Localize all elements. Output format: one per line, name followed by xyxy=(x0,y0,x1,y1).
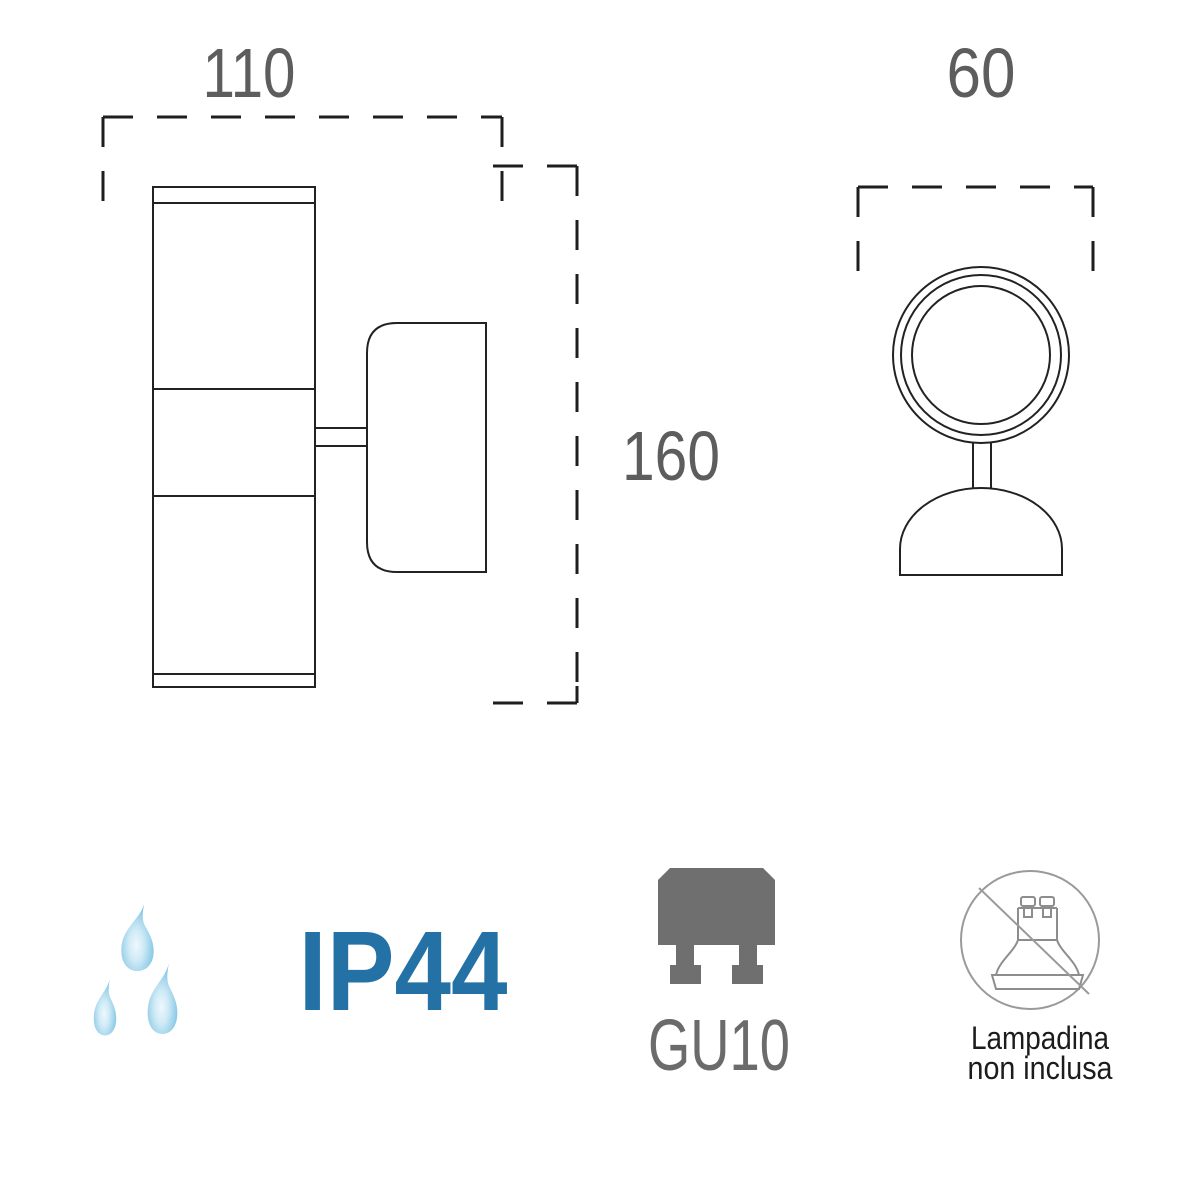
bulb-note-line1: Lampadina xyxy=(971,1020,1109,1056)
bulb-face xyxy=(990,974,1085,990)
lamp-side-drawing xyxy=(152,186,487,688)
bulb-note-line2: non inclusa xyxy=(968,1050,1113,1086)
side-height-label: 160 xyxy=(622,417,720,495)
wall-bracket xyxy=(366,322,487,573)
water-drop-medium xyxy=(147,963,178,1034)
front-view: 60 xyxy=(856,34,1095,576)
lamp-body xyxy=(152,186,316,688)
gu10-socket-icon xyxy=(658,868,775,984)
prohibition-slash xyxy=(978,887,1090,995)
lamp-front-drawing xyxy=(892,266,1070,576)
bulb-pin-right xyxy=(1039,896,1055,907)
side-width-label: 110 xyxy=(203,34,296,112)
height-dimension-160: 160 xyxy=(473,164,720,705)
water-drop-large xyxy=(121,903,154,972)
lamp-front-base-dome xyxy=(899,487,1063,576)
socket-label: GU10 xyxy=(648,1006,790,1086)
water-drops-icon xyxy=(93,903,178,1036)
bulb-pin-right-stem xyxy=(1042,905,1052,918)
mounting-arm xyxy=(314,427,368,447)
bulb-not-included-icon xyxy=(960,870,1100,1010)
gu10-bulb-drawing xyxy=(990,896,1085,990)
bulb-pin-left xyxy=(1020,896,1036,907)
prohibition-circle xyxy=(960,870,1100,1010)
features-row: IP44 GU10 Lampadina non inclusa xyxy=(93,868,1113,1086)
lamp-front-stem xyxy=(972,443,992,489)
width-dimension-60: 60 xyxy=(856,34,1095,292)
side-view: 110 160 xyxy=(101,34,720,705)
bulb-neck xyxy=(1017,907,1058,941)
lamp-front-middle-ring xyxy=(900,274,1062,436)
lamp-front-outer-ring xyxy=(892,266,1070,444)
bulb-pin-left-stem xyxy=(1023,905,1033,918)
gu10-socket-shape xyxy=(658,868,775,984)
lamp-front-inner-ring xyxy=(911,285,1051,425)
bulb-cone xyxy=(995,939,1080,976)
water-drop-small xyxy=(93,979,117,1036)
ip-rating-label: IP44 xyxy=(299,908,508,1034)
width-dimension-110: 110 xyxy=(101,34,504,222)
front-width-label: 60 xyxy=(947,34,1016,112)
